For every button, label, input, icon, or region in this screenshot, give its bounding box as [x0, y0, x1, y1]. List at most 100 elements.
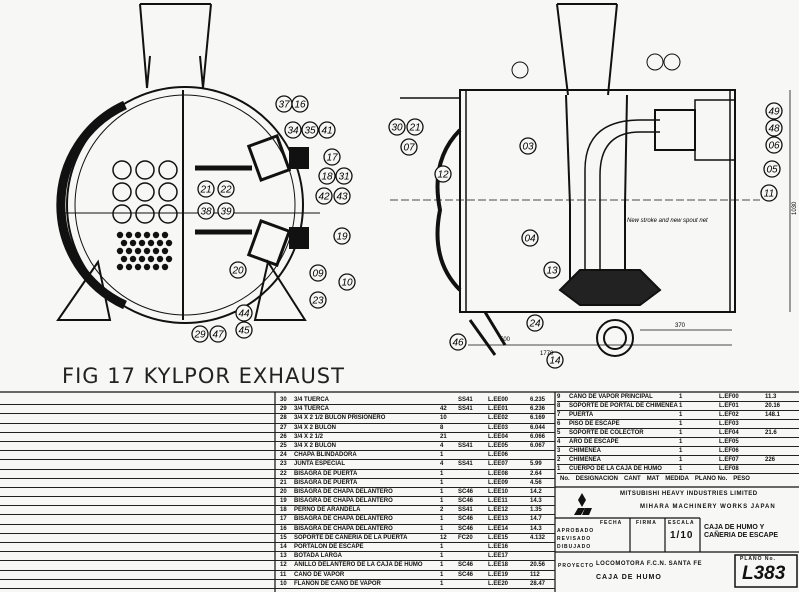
- boiler-tube: [161, 231, 169, 239]
- side-view-balloon: 24: [526, 314, 544, 332]
- part-no: 7: [557, 412, 561, 418]
- part-no: 13: [280, 553, 287, 560]
- part-qty: 1: [440, 544, 444, 550]
- front-view-balloon: 35: [301, 121, 319, 139]
- part-no: 25: [280, 442, 287, 449]
- boiler-tube: [116, 231, 124, 239]
- svg-text:18: 18: [321, 172, 333, 183]
- front-view: [56, 3, 320, 324]
- part-dwg: L.EE04: [488, 433, 509, 440]
- part-qty: [440, 396, 458, 404]
- part-no: 5: [557, 430, 561, 436]
- front-view-balloon: 29: [191, 325, 209, 343]
- front-view-balloon: 22: [217, 180, 235, 198]
- part-no: 24: [280, 452, 287, 459]
- side-view-balloon: 07: [400, 138, 418, 156]
- svg-text:14: 14: [549, 356, 561, 367]
- part-qty: 8: [440, 424, 444, 431]
- boiler-tube: [147, 255, 155, 263]
- svg-text:09: 09: [312, 269, 324, 280]
- part-dwg: L.EE09: [488, 479, 509, 486]
- part-wt: 6.169: [530, 415, 546, 422]
- svg-text:23: 23: [311, 296, 324, 307]
- part-qty: 1: [440, 571, 444, 578]
- part-dwg: L.EE10: [488, 488, 509, 495]
- part-wt: 6.067: [530, 442, 546, 449]
- part-qty: 42: [440, 406, 447, 413]
- part-qty: 1: [440, 488, 444, 495]
- side-view: [390, 3, 791, 357]
- part-wt: [530, 543, 554, 551]
- part-no: 26: [280, 433, 287, 440]
- part-mat: [458, 552, 488, 560]
- drawing-title: CAJA DE HUMO Y CAÑERIA DE ESCAPE: [704, 524, 779, 539]
- header-cell: PESO: [733, 476, 750, 482]
- part-no: 15: [280, 534, 287, 541]
- part-mat: [458, 451, 488, 459]
- part-no: 17: [280, 516, 287, 523]
- part-desc: CHIMENEA: [569, 448, 602, 454]
- svg-text:13: 13: [546, 266, 558, 277]
- svg-text:42: 42: [318, 192, 330, 203]
- part-desc: 3/4 TUERCA: [294, 406, 330, 413]
- part-desc: FLAÑON DE CAÑO DE VAPOR: [294, 580, 381, 587]
- part-dwg: L.EF04: [719, 430, 739, 436]
- side-view-balloon: 49: [765, 102, 783, 120]
- part-wt: 4.56: [530, 479, 542, 486]
- boiler-tube: [134, 263, 142, 271]
- part-wt: 2.64: [530, 470, 542, 477]
- part-desc: PORTALON DE ESCAPE: [294, 544, 364, 550]
- part-desc: BISAGRA DE PUERTA: [294, 470, 358, 477]
- part-dwg: L.EE15: [488, 534, 509, 541]
- front-view-balloon: 39: [217, 202, 235, 220]
- header-cell: No.: [560, 476, 570, 482]
- part-mat: [458, 479, 488, 487]
- svg-text:48: 48: [768, 124, 780, 135]
- svg-text:49: 49: [768, 107, 780, 118]
- part-qty: 1: [679, 466, 683, 472]
- dimension-label: 370: [675, 323, 686, 329]
- part-qty: 4: [440, 442, 444, 449]
- part-qty: 1: [679, 439, 683, 445]
- part-qty: 1: [679, 394, 683, 400]
- part-dwg: L.EF01: [719, 403, 739, 409]
- part-wt: 20.56: [530, 562, 546, 569]
- part-qty: 1: [440, 479, 444, 486]
- part-wt: 14.3: [530, 525, 542, 532]
- part-dwg: L.EF05: [719, 439, 739, 445]
- part-qty: 1: [440, 562, 444, 569]
- boiler-tube: [120, 255, 128, 263]
- part-wt: 14.7: [530, 516, 542, 523]
- svg-text:30: 30: [391, 123, 403, 134]
- part-qty: 10: [440, 415, 447, 422]
- boiler-tube: [152, 263, 160, 271]
- boiler-tube: [143, 247, 151, 255]
- svg-text:24: 24: [528, 319, 541, 330]
- part-qty: 1: [440, 498, 444, 505]
- side-view-balloon: 12: [434, 165, 452, 183]
- front-view-balloon: 43: [333, 187, 351, 205]
- part-no: 10: [280, 580, 287, 587]
- part-dwg: L.EE11: [488, 498, 508, 505]
- boiler-tube: [165, 255, 173, 263]
- part-wt: 1.35: [530, 507, 542, 514]
- part-dwg: L.EE14: [488, 525, 509, 532]
- svg-text:43: 43: [336, 192, 348, 203]
- part-dwg: L.EE16: [488, 544, 509, 550]
- part-dwg: L.EF02: [719, 412, 739, 418]
- part-qty: 1: [440, 452, 444, 459]
- front-view-balloon: 17: [323, 148, 341, 166]
- boiler-tube: [116, 263, 124, 271]
- part-dwg: L.EF06: [719, 448, 739, 454]
